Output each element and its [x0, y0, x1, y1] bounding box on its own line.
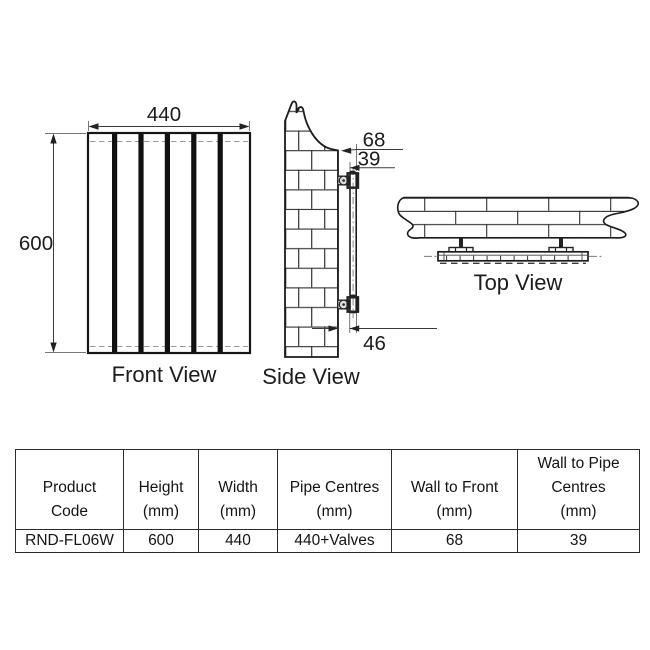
side-view-label: Side View	[262, 364, 360, 389]
header-line: (mm)	[436, 503, 473, 520]
top-view-label: Top View	[474, 270, 563, 295]
cell-wall-to-front: 68	[391, 529, 518, 553]
header-line: Pipe Centres	[289, 479, 380, 496]
dim-wall-to-pipe: 39	[358, 148, 381, 171]
cell-width: 440	[198, 529, 278, 553]
col-header-pipe-centres: Pipe Centres (mm)	[277, 449, 392, 530]
header-line: Wall to Pipe	[537, 455, 620, 472]
top-bracket-right	[548, 237, 574, 253]
arrow-right-icon	[328, 325, 338, 332]
top-wall-bricks	[397, 197, 639, 239]
side-view-drawing: 68 39 46 Side View	[262, 100, 437, 389]
cell-pipe-centres: 440+Valves	[277, 529, 392, 553]
header-line: Centres	[551, 479, 606, 496]
arrow-left-icon	[88, 123, 99, 130]
arrow-left-icon	[350, 164, 360, 171]
technical-diagram: 440 600 Front View 68	[19, 100, 640, 389]
front-view-height-dimension: 600	[19, 232, 53, 255]
cell-wall-to-pipe-centres: 39	[517, 529, 640, 553]
spec-table-data-row: RND-FL06W 600 440 440+Valves 68 39	[15, 529, 640, 553]
top-wall-outline	[396, 196, 640, 239]
header-line: (mm)	[316, 503, 353, 520]
front-extension-lines	[45, 121, 250, 353]
header-line: Product	[42, 479, 97, 496]
wall-bracket-bottom	[337, 294, 360, 313]
col-header-width: Width (mm)	[198, 449, 278, 530]
front-view-width-dimension: 440	[147, 103, 181, 126]
header-line: (mm)	[142, 503, 180, 520]
arrow-down-icon	[50, 342, 57, 353]
dim-wall-to-front: 68	[363, 129, 386, 152]
col-header-height: Height (mm)	[123, 449, 199, 530]
header-line: Wall to Front	[410, 479, 499, 496]
header-line: Code	[50, 503, 89, 520]
wall-bracket-top	[337, 170, 360, 189]
col-header-wall-to-pipe-centres: Wall to Pipe Centres (mm)	[517, 449, 640, 530]
header-line: Width	[218, 479, 258, 496]
arrow-up-icon	[50, 133, 57, 144]
side-wall-bricks	[285, 104, 338, 357]
side-wall-outline	[284, 100, 339, 358]
header-line: Height	[138, 479, 184, 496]
dim-bottom: 46	[363, 332, 386, 355]
header-line: (mm)	[219, 503, 257, 520]
radiator-panel-bars	[112, 134, 223, 352]
spec-table: Product Code Height (mm) Width (mm) Pipe…	[15, 449, 640, 553]
spec-table-header-row: Product Code Height (mm) Width (mm) Pipe…	[15, 449, 640, 530]
col-header-wall-to-front: Wall to Front (mm)	[391, 449, 518, 530]
header-line: (mm)	[560, 503, 597, 520]
cell-product-code: RND-FL06W	[15, 529, 124, 553]
front-view-label: Front View	[112, 362, 217, 387]
radiator-top-ticks	[446, 255, 581, 261]
side-extension-lines	[349, 144, 357, 333]
top-bracket-left	[448, 237, 474, 253]
arrow-left-icon	[341, 147, 352, 154]
radiator-top-details	[439, 251, 587, 261]
arrow-left-icon	[349, 325, 360, 332]
top-view-drawing: Top View	[396, 196, 640, 295]
col-header-product-code: Product Code	[15, 449, 124, 530]
cell-height: 600	[123, 529, 199, 553]
front-view-drawing: 440 600 Front View	[19, 103, 252, 387]
arrow-right-icon	[239, 123, 250, 130]
